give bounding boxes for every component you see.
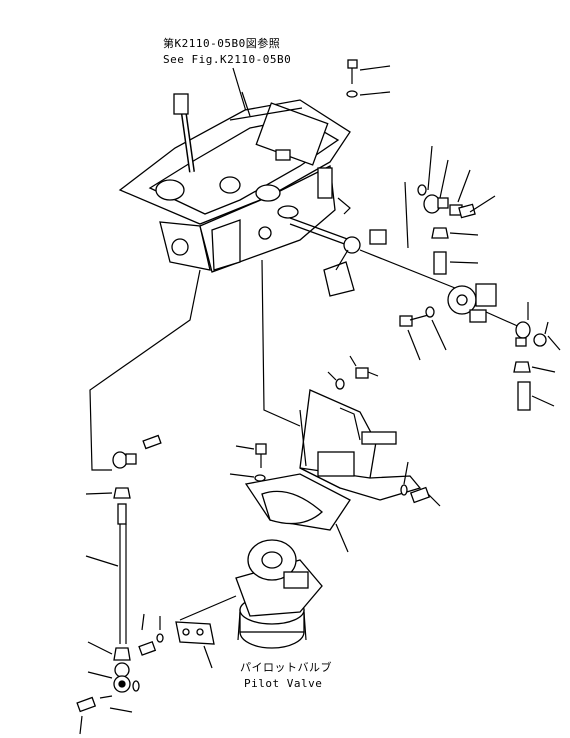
bolt-mid [399,313,433,361]
pilot-valve [235,539,323,649]
bracket-bolt-top [349,355,379,379]
washer-left-lower [132,680,140,692]
lever-block [447,283,523,329]
bracket-leader [335,523,349,553]
pilot-valve-label-ja: パイロットバルブ [240,660,332,674]
bracket-washer-left [229,473,266,482]
bolt-right-a [458,195,496,219]
nut-lower-right [533,321,561,351]
nut-left-lower [87,641,131,661]
top-washer [346,90,391,98]
nut-left [85,487,131,499]
ball-joint-left-lower [87,662,131,693]
bracket-washer-right [400,461,409,496]
control-rod [85,503,127,644]
bracket-washer-top [327,371,345,390]
reference-label-ja: 第K2110-05B0図参照 [163,36,280,50]
bracket-bolt-right [409,486,441,507]
washer-right-a [417,159,449,199]
spacer-right [433,251,479,275]
ball-joint-lower [515,302,531,347]
top-bolt [347,59,391,84]
bracket-bolt-left [235,443,267,468]
spacer-lower-right [517,381,555,411]
center-connector-line [261,259,301,427]
ball-joint-upper [423,145,449,214]
bolt-left-lower [76,695,133,735]
ball-joint-left [112,451,137,469]
bolt-clamp-left [138,613,164,656]
linkage-rod [289,217,461,297]
nut-right-b [431,227,479,239]
bolt-left-top [142,434,162,450]
left-connector-line [89,269,201,471]
washer-mid [425,306,447,351]
bracket-line [404,181,409,249]
rod-clamp [175,595,237,669]
pilot-valve-label-en: Pilot Valve [244,677,322,690]
nut-lower-right-b [513,361,556,373]
control-box [118,91,351,273]
mounting-bracket [244,389,422,531]
reference-label-en: See Fig.K2110-05B0 [163,53,291,66]
